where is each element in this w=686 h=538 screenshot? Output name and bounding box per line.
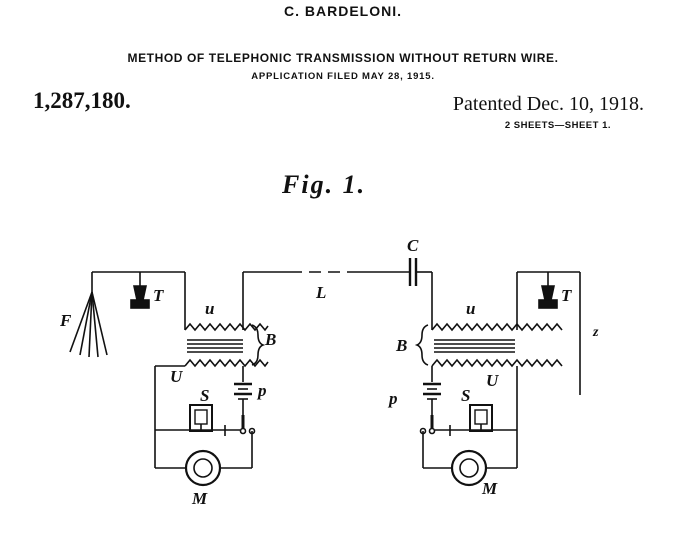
battery-right xyxy=(423,382,441,400)
label-u-right: u xyxy=(466,299,475,318)
instrument-S-left xyxy=(189,404,213,432)
label-u-left: u xyxy=(205,299,214,318)
patent-title: METHOD OF TELEPHONIC TRANSMISSION WITHOU… xyxy=(127,51,559,65)
label-C: C xyxy=(407,236,419,255)
label-L: L xyxy=(315,283,326,302)
label-S-left: S xyxy=(200,386,209,405)
label-p-right: p xyxy=(387,389,398,408)
inventor-name: C. BARDELONI. xyxy=(284,3,402,19)
label-U-right: U xyxy=(486,371,499,390)
figure-label: Fig. 1. xyxy=(282,170,367,199)
label-U-left: U xyxy=(170,367,183,386)
instrument-S-right xyxy=(469,404,493,432)
microphone-right xyxy=(450,449,488,487)
coil-U-right xyxy=(431,358,563,368)
patent-number: 1,287,180. xyxy=(33,88,131,113)
coil-u-right xyxy=(431,322,563,332)
right-station xyxy=(414,271,581,487)
transformer-core-left xyxy=(187,339,243,353)
label-z: z xyxy=(592,325,599,340)
label-F: F xyxy=(59,311,72,330)
switch-right xyxy=(419,415,436,435)
label-p-left: p xyxy=(256,381,267,400)
switch-left xyxy=(239,415,256,435)
telephone-receiver-left xyxy=(130,272,150,309)
application-filed-date: APPLICATION FILED MAY 28, 1915. xyxy=(251,71,435,82)
battery-left xyxy=(234,382,252,400)
transformer-core-right xyxy=(434,339,515,353)
label-M-right: M xyxy=(481,479,498,498)
left-station xyxy=(69,271,290,487)
line-L xyxy=(290,258,432,286)
coil-u-left xyxy=(184,322,269,332)
patented-date: Patented Dec. 10, 1918. xyxy=(452,93,644,115)
ground-plate-left xyxy=(69,272,108,358)
label-B-right: B xyxy=(395,336,407,355)
sheet-count: 2 SHEETS—SHEET 1. xyxy=(504,120,611,131)
label-M-left: M xyxy=(191,489,208,508)
telephone-receiver-right xyxy=(538,272,558,309)
brace-B-left xyxy=(251,324,266,366)
brace-B-right xyxy=(414,324,429,366)
label-T-right: T xyxy=(561,286,572,305)
label-S-right: S xyxy=(461,386,470,405)
coil-U-left xyxy=(184,358,269,368)
label-T-left: T xyxy=(153,286,164,305)
microphone-left xyxy=(184,449,222,487)
label-B-left: B xyxy=(264,330,276,349)
